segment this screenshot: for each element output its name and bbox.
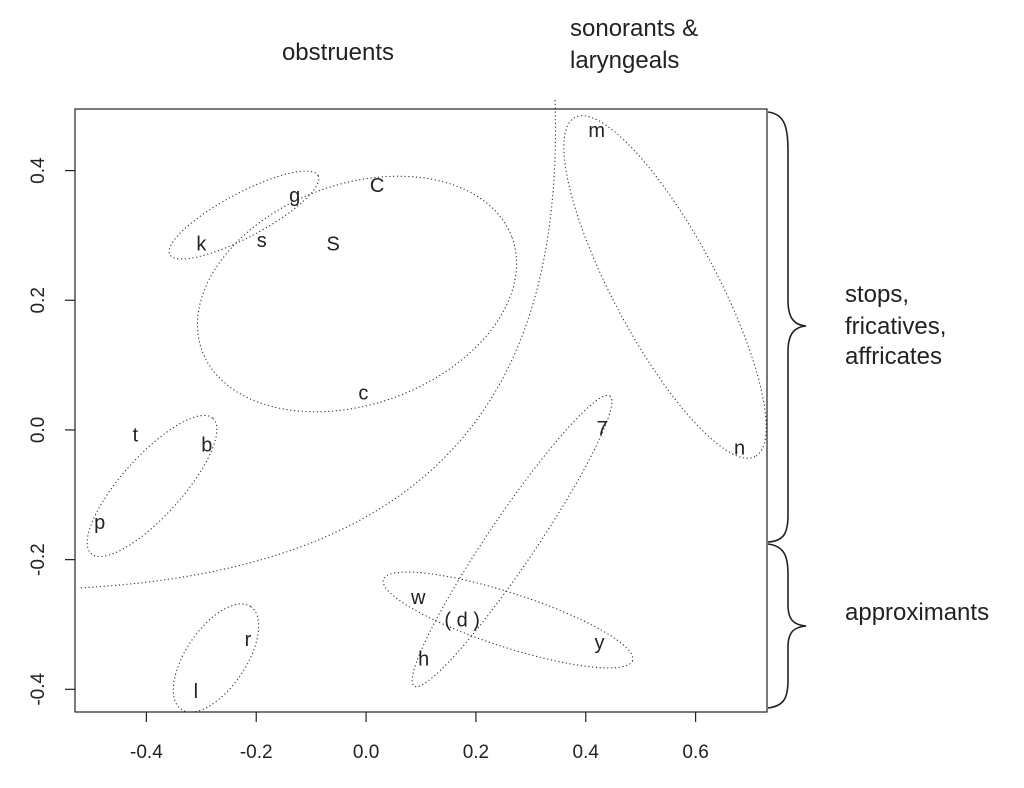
x-tick-label: 0.4	[573, 742, 600, 763]
y-tick-label: -0.2	[28, 543, 49, 576]
approximants-brace	[767, 543, 807, 709]
y-axis: 0.4 0.2 0.0 -0.2 -0.4	[28, 157, 75, 706]
x-tick-label: -0.2	[240, 742, 273, 763]
x-tick-label: 0.0	[353, 742, 379, 763]
cluster-tbp-ellipse	[86, 414, 218, 558]
stops-label-line2: fricatives,	[845, 313, 946, 340]
point-label: S	[326, 233, 339, 255]
x-axis: -0.4 -0.2 0.0 0.2 0.4 0.6	[130, 712, 709, 763]
point-label: w	[410, 587, 426, 609]
y-tick-label: 0.2	[28, 287, 49, 313]
point-label: 7	[597, 418, 608, 440]
point-label: k	[196, 233, 207, 255]
point-label: y	[594, 632, 604, 654]
stops-label-line3: affricates	[845, 343, 942, 370]
data-points: mCg k s Sc t b 7 n p w ( d ) y r h l	[94, 120, 745, 703]
x-tick-label: 0.2	[463, 742, 489, 763]
sonorants-label-line2: laryngeals	[570, 47, 679, 74]
point-label: t	[133, 425, 139, 447]
cluster-rl-ellipse	[172, 603, 260, 713]
point-label: r	[245, 629, 252, 651]
y-tick-label: 0.0	[28, 417, 49, 443]
stops-brace	[767, 111, 807, 543]
cluster-outlines	[86, 115, 767, 713]
x-tick-label: -0.4	[130, 742, 163, 763]
sonorants-label-line1: sonorants &	[570, 15, 698, 42]
point-label: p	[94, 512, 105, 534]
plot-frame	[74, 108, 768, 713]
point-label: C	[370, 175, 384, 197]
point-label: n	[734, 438, 745, 460]
divider-curve	[77, 99, 557, 589]
cluster-wy-ellipse	[382, 571, 634, 669]
point-label: m	[588, 120, 605, 142]
cluster-obstruent-ellipse	[196, 175, 518, 413]
cluster-7h-ellipse	[411, 394, 613, 688]
point-label: ( d )	[444, 610, 480, 632]
obstruents-label: obstruents	[282, 39, 394, 66]
point-label: g	[289, 185, 300, 207]
point-label: b	[201, 434, 212, 456]
x-tick-label: 0.6	[682, 742, 708, 763]
y-tick-label: -0.4	[28, 673, 49, 706]
stops-label-line1: stops,	[845, 281, 909, 308]
approximants-label: approximants	[845, 599, 989, 626]
point-label: s	[257, 230, 267, 252]
point-label: h	[418, 648, 429, 670]
cluster-mn-ellipse	[563, 115, 767, 459]
point-label: c	[358, 383, 368, 405]
point-label: l	[194, 681, 198, 703]
cluster-kg-ellipse	[168, 170, 320, 260]
y-tick-label: 0.4	[28, 157, 49, 184]
